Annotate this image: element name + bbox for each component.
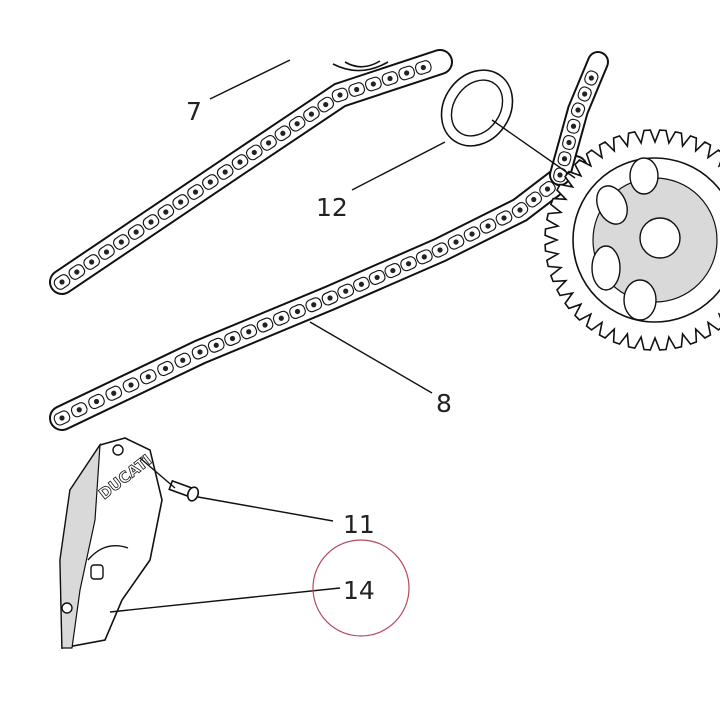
callout-7: 7 <box>186 97 202 126</box>
callout-8: 8 <box>436 389 452 418</box>
callout-12: 12 <box>316 193 348 222</box>
chain-upper-run <box>49 49 453 295</box>
leader-lines <box>109 59 576 613</box>
top-washer-partial <box>332 60 389 72</box>
cover-screw <box>168 479 200 502</box>
callout-14: 14 <box>343 576 375 605</box>
sprocket-cover: DUCATI <box>59 437 163 649</box>
chain-lower-run <box>49 155 588 431</box>
rear-sprocket <box>544 129 720 351</box>
spacer-washer <box>440 69 514 147</box>
callout-11: 11 <box>343 510 375 539</box>
highlight-circle <box>312 539 410 637</box>
